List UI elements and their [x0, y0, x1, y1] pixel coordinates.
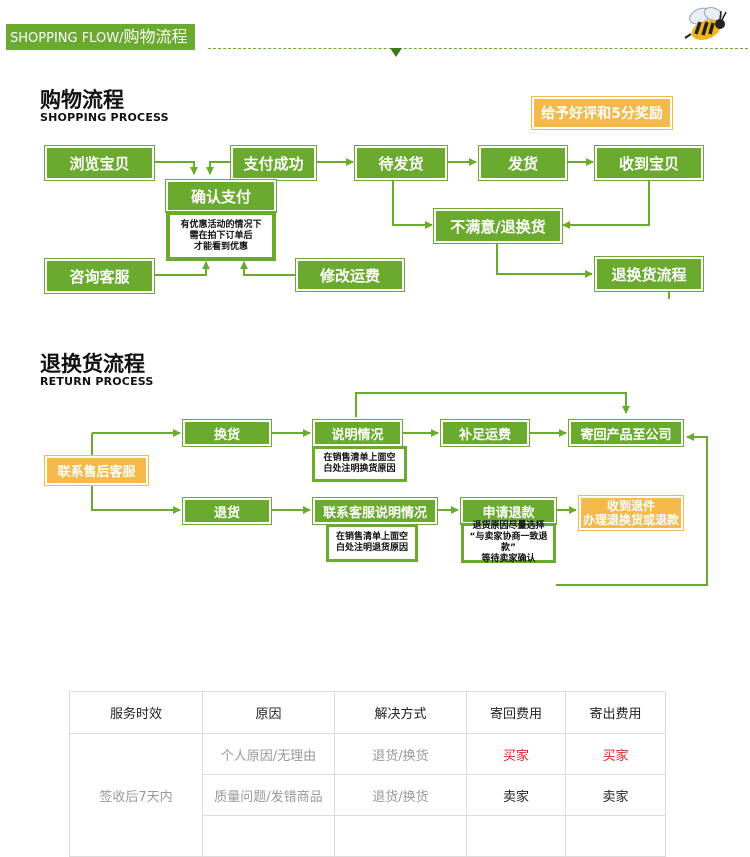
reward-badge: 给予好评和5分奖励 — [532, 97, 672, 129]
table-cell-empty — [466, 815, 566, 857]
step-send-back: 寄回产品至公司 — [569, 420, 683, 446]
contact-note-line: 在销售清单上面空 — [335, 532, 408, 542]
header-down-arrow-icon — [390, 48, 402, 57]
header-tag-en: SHOPPING FLOW/ — [10, 31, 124, 46]
step-browse: 浏览宝贝 — [45, 146, 154, 180]
table-header-cell: 寄回费用 — [466, 691, 566, 734]
step-modify-freight: 修改运费 — [296, 259, 404, 291]
shopping-title-zh: 购物流程 — [40, 88, 124, 112]
explain-note-line: 在销售清单上面空 — [323, 453, 396, 463]
refund-note-line: “与卖家协商一致退款” — [469, 532, 548, 553]
table-cell-send-fee: 买家 — [565, 733, 666, 775]
confirm-note-line: 有优惠活动的情况下 — [180, 219, 262, 230]
table-row: 质量问题/发错商品 退货/换货 卖家 卖家 — [70, 774, 666, 816]
table-row: 签收后7天内 个人原因/无理由 退货/换货 买家 买家 — [69, 733, 666, 857]
receive-return-line2: 办理退换货或退款 — [582, 513, 679, 527]
step-pay-freight: 补足运费 — [441, 420, 529, 446]
explain-note-line: 白处注明换货原因 — [323, 464, 396, 474]
table-cell-empty — [334, 815, 467, 857]
step-receive-return: 收到退件 办理退换货或退款 — [579, 496, 683, 530]
contact-note-line: 白处注明退货原因 — [335, 543, 408, 553]
step-wait-ship: 待发货 — [355, 146, 447, 180]
refund-note-line: 等待卖家确认 — [481, 554, 536, 564]
table-header-cell: 服务时效 — [69, 691, 203, 734]
receive-return-line1: 收到退件 — [606, 499, 655, 513]
return-title-zh: 退换货流程 — [40, 352, 145, 376]
table-cell-return-fee: 卖家 — [466, 774, 566, 816]
table-cell-empty — [565, 815, 666, 857]
table-header-cell: 寄出费用 — [565, 691, 666, 734]
step-received: 收到宝贝 — [595, 146, 703, 180]
explain-note: 在销售清单上面空 白处注明换货原因 — [312, 446, 407, 482]
bee-icon — [684, 7, 727, 40]
step-contact-after-sales: 联系售后客服 — [45, 456, 148, 485]
confirm-note-line: 才能看到优惠 — [193, 241, 248, 252]
step-explain: 说明情况 — [313, 420, 402, 446]
confirm-note-line: 需在拍下订单后 — [189, 230, 253, 241]
step-pay-success: 支付成功 — [231, 146, 316, 180]
table-cell-empty — [202, 815, 335, 857]
refund-note-line: 退货原因尽量选择 — [472, 521, 545, 531]
table-period-cell: 签收后7天内 — [69, 733, 203, 857]
service-policy-table: 服务时效 原因 解决方式 寄回费用 寄出费用 签收后7天内 个人原因/无理由 退… — [69, 691, 666, 857]
step-unsatisfied: 不满意/退换货 — [434, 209, 562, 243]
contact-explain-note: 在销售清单上面空 白处注明退货原因 — [326, 524, 418, 562]
table-cell-send-fee: 卖家 — [565, 774, 666, 816]
confirm-pay-note: 有优惠活动的情况下 需在拍下订单后 才能看到优惠 — [166, 211, 276, 261]
table-cell-reason: 质量问题/发错商品 — [202, 774, 335, 816]
table-cell-solution: 退货/换货 — [334, 733, 467, 775]
return-title-en: RETURN PROCESS — [40, 375, 154, 388]
table-header-row: 服务时效 原因 解决方式 寄回费用 寄出费用 — [69, 691, 666, 734]
table-header-cell: 解决方式 — [334, 691, 467, 734]
apply-refund-note: 退货原因尽量选择 “与卖家协商一致退款” 等待卖家确认 — [461, 521, 556, 564]
step-confirm-pay: 确认支付 — [166, 180, 276, 212]
table-cell-reason: 个人原因/无理由 — [202, 733, 335, 775]
step-exchange: 换货 — [183, 420, 271, 446]
step-consult: 咨询客服 — [45, 259, 154, 293]
shopping-title-en: SHOPPING PROCESS — [40, 111, 169, 124]
table-header-cell: 原因 — [202, 691, 335, 734]
step-shipped: 发货 — [479, 146, 567, 180]
header-dashed-divider — [208, 48, 748, 49]
shopping-process-title: 购物流程 SHOPPING PROCESS — [40, 88, 169, 124]
header-tag-zh: 购物流程 — [123, 27, 188, 46]
step-contact-explain: 联系客服说明情况 — [313, 498, 437, 524]
return-process-title: 退换货流程 RETURN PROCESS — [40, 352, 154, 388]
step-refund: 退货 — [183, 498, 271, 524]
step-return-flow: 退换货流程 — [595, 257, 703, 291]
table-cell-solution: 退货/换货 — [334, 774, 467, 816]
section-header-tag: SHOPPING FLOW/购物流程 — [6, 24, 196, 50]
table-cell-return-fee: 买家 — [466, 733, 566, 775]
